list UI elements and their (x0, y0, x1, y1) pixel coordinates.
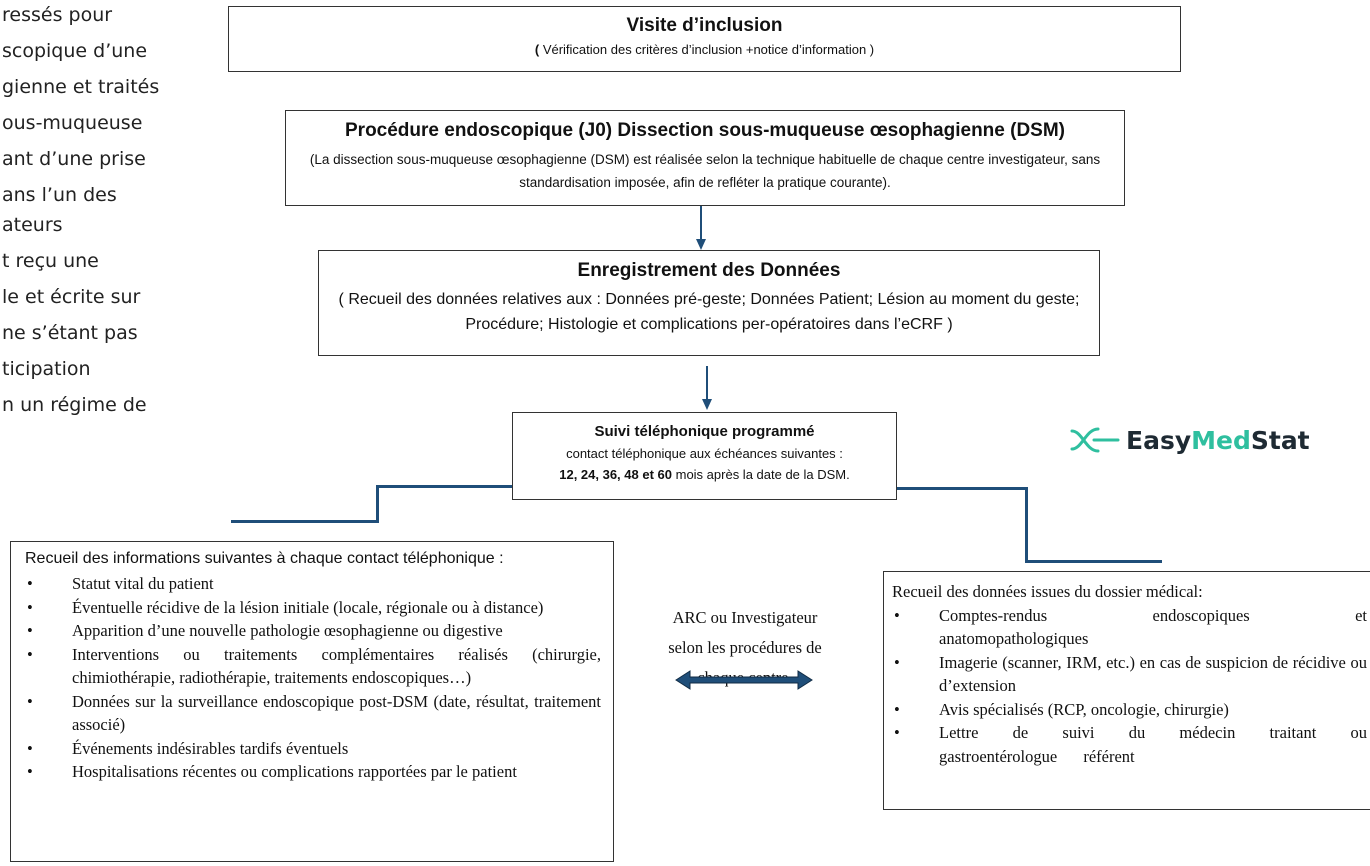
procedure-box: Procédure endoscopique (J0) Dissection s… (285, 110, 1125, 206)
middle-line-1: ARC ou Investigateur (672, 608, 818, 627)
suivi-title: Suivi téléphonique programmé (594, 423, 815, 440)
list-item: Événements indésirables tardifs éventuel… (25, 737, 601, 761)
fragment-line: le et écrite sur (2, 286, 141, 308)
visite-subtitle-text: Vérification des critères d’inclusion +n… (539, 42, 875, 57)
suivi-line2: 12, 24, 36, 48 et 60 mois après la date … (513, 464, 896, 485)
suivi-line2-rest: mois après la date de la DSM. (672, 467, 850, 482)
list-item: Lettre de suivi du médecin traitant ou g… (892, 721, 1367, 768)
right-box-heading: Recueil des données issues du dossier mé… (892, 582, 1203, 601)
fragment-line: t reçu une (2, 250, 99, 272)
left-box-heading: Recueil des informations suivantes à cha… (25, 550, 504, 567)
fragment-line: ressés pour (2, 4, 113, 26)
enregistrement-box: Enregistrement des Données ( Recueil des… (318, 250, 1100, 356)
left-box-list: Statut vital du patient Éventuelle récid… (25, 572, 601, 784)
enregistrement-body: ( Recueil des données relatives aux : Do… (338, 291, 1080, 333)
suivi-months: 12, 24, 36, 48 et 60 (559, 467, 672, 482)
fragment-line: ous-muqueuse (2, 112, 143, 134)
right-recueil-box: Recueil des données issues du dossier mé… (883, 571, 1370, 810)
suivi-box: Suivi téléphonique programmé contact tél… (512, 412, 897, 500)
enregistrement-title: Enregistrement des Données (577, 260, 841, 281)
list-item: Interventions ou traitements complémenta… (25, 643, 601, 690)
procedure-title: Procédure endoscopique (J0) Dissection s… (345, 120, 1065, 141)
list-item: Éventuelle récidive de la lésion initial… (25, 596, 601, 620)
list-item: Comptes-rendus endoscopiques et anatomop… (892, 604, 1367, 651)
easymedstat-logo-icon (1070, 427, 1120, 453)
fragment-line: ticipation (2, 358, 91, 380)
brand-stat: Stat (1250, 425, 1310, 455)
easymedstat-logo: EasyMedStat (1068, 423, 1310, 457)
fragment-line: gienne et traités (2, 76, 160, 98)
visite-title: Visite d’inclusion (626, 15, 783, 36)
fragment-line: ant d’une prise (2, 148, 146, 170)
fragment-line: ateurs (2, 214, 63, 236)
procedure-body: (La dissection sous-muqueuse œsophagienn… (309, 152, 1101, 190)
fragment-line: ne s’étant pas (2, 322, 138, 344)
brand-easy: Easy (1126, 425, 1192, 455)
list-item: Données sur la surveillance endoscopique… (25, 690, 601, 737)
easymedstat-wordmark: EasyMedStat (1126, 426, 1310, 455)
visite-inclusion-box: Visite d’inclusion ( Vérification des cr… (228, 6, 1181, 72)
list-item: Apparition d’une nouvelle pathologie œso… (25, 619, 601, 643)
fragment-line: n un régime de (2, 394, 147, 416)
double-arrow (675, 670, 813, 690)
suivi-line1: contact téléphonique aux échéances suiva… (566, 446, 843, 461)
arrow-enregistrement-to-suivi (702, 366, 712, 410)
visite-subtitle: ( Vérification des critères d’inclusion … (229, 42, 1180, 57)
right-box-list: Comptes-rendus endoscopiques et anatomop… (892, 604, 1367, 769)
fragment-line: ans l’un des (2, 184, 117, 206)
left-recueil-box: Recueil des informations suivantes à cha… (10, 541, 614, 862)
brand-med: Med (1191, 425, 1251, 455)
visite-paren: ( (534, 42, 540, 57)
list-item: Imagerie (scanner, IRM, etc.) en cas de … (892, 651, 1367, 698)
list-item: Hospitalisations récentes ou complicatio… (25, 760, 601, 784)
fragment-line: scopique d’une (2, 40, 148, 62)
list-item: Statut vital du patient (25, 572, 601, 596)
arrow-procedure-to-enregistrement (696, 206, 706, 250)
middle-line-2: selon les procédures de (668, 638, 822, 657)
list-item: Avis spécialisés (RCP, oncologie, chirur… (892, 698, 1367, 722)
